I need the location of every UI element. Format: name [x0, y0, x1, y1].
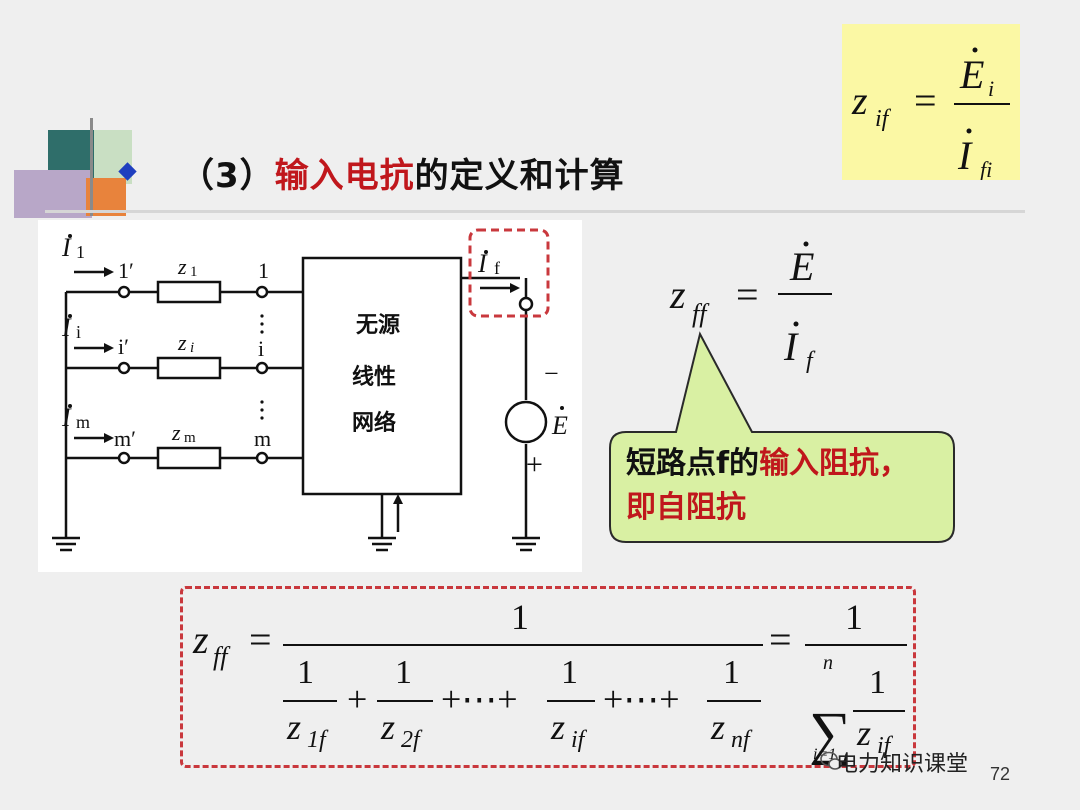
eq-mid-num-dot — [803, 241, 809, 247]
termn-den-z: z — [710, 707, 725, 747]
watermark-text: 电力知识课堂 — [836, 752, 969, 777]
node-i: i — [258, 336, 264, 361]
network-label-3: 网络 — [352, 410, 396, 436]
label-im: I — [61, 403, 72, 432]
formula-eq2: = — [769, 617, 792, 662]
eq-top-num-dot — [972, 47, 978, 53]
deco-vline — [90, 118, 93, 216]
node-i-prime: i′ — [118, 334, 129, 359]
callout-text: 短路点f的输入阻抗， 即自阻抗 — [626, 442, 909, 530]
callout-bubble — [609, 331, 955, 543]
node-1-prime: 1′ — [118, 258, 134, 283]
label-minus: − — [544, 359, 559, 388]
label-ii-sub: i — [76, 322, 81, 342]
callout-line2-red: 即自阻抗 — [626, 490, 746, 525]
node-m: m — [254, 426, 271, 451]
eq-top-den: I — [957, 133, 973, 178]
mutual-impedance-svg: z if = E i I fi — [851, 47, 1010, 182]
node-1: 1 — [258, 258, 269, 283]
title-prefix: （3） — [180, 156, 275, 196]
node-m-prime: m′ — [114, 426, 136, 451]
eq-top-lhs: z — [851, 78, 868, 123]
output-terminal-highlight — [468, 228, 550, 318]
rhs-inner-z: z — [856, 713, 871, 753]
self-impedance-equation: z ff = E I f — [669, 241, 832, 374]
dots-2: +⋯+ — [603, 679, 680, 719]
formula-svg: z ff = 1 1 z 1f + 1 z 2f +⋯+ 1 z if +⋯+ … — [192, 597, 907, 766]
label-zm-sub: m — [184, 430, 196, 446]
title-divider — [45, 210, 1025, 213]
formula-lhs: z — [192, 617, 209, 662]
rhs-inner-sub: if — [877, 733, 894, 759]
rhs-num-one: 1 — [845, 597, 863, 637]
label-source-e: E — [551, 411, 568, 440]
sum-lower: i=1 — [813, 746, 836, 763]
eq-top-den-sub: fi — [980, 157, 992, 180]
label-z1-sub: 1 — [190, 264, 198, 280]
title-highlight: 输入电抗 — [274, 156, 415, 196]
wechat-icon — [820, 751, 842, 770]
callout-line1-red: 输入阻抗， — [759, 446, 910, 481]
label-i1-sub: 1 — [76, 242, 85, 262]
network-label-2: 线性 — [352, 364, 396, 390]
slide-title: （3）输入电抗的定义和计算 — [180, 148, 625, 197]
title-suffix: 的定义和计算 — [414, 156, 625, 196]
termi-den-sub: if — [571, 727, 588, 753]
term2-den-z: z — [380, 707, 395, 747]
eq-mid-num: E — [789, 244, 814, 289]
eq-top-num: E — [959, 52, 984, 97]
sum-upper: n — [823, 652, 833, 674]
term1-den-sub: 1f — [307, 727, 329, 753]
admittance-sum-formula: z ff = 1 1 z 1f + 1 z 2f +⋯+ 1 z if +⋯+ … — [180, 586, 916, 768]
label-zi-sub: i — [190, 340, 194, 356]
label-zi: z — [177, 330, 187, 355]
page-number: 72 — [990, 764, 1011, 784]
eq-mid-lhs: z — [669, 272, 686, 317]
circuit-diagram: I 1 I i I m I f 1′ i′ m′ 1 i m z 1 z i z… — [38, 220, 582, 572]
label-im-sub: m — [76, 412, 90, 432]
term1-num: 1 — [297, 654, 314, 691]
termi-num: 1 — [561, 654, 578, 691]
term2-den-sub: 2f — [401, 727, 423, 753]
eq-mid-den: I — [783, 324, 799, 369]
eq-top-lhs-sub: if — [875, 106, 892, 132]
eq-mid-den-dot — [793, 321, 799, 327]
term1-den-z: z — [286, 707, 301, 747]
eq-mid-equals: = — [736, 272, 759, 317]
label-zm: z — [171, 420, 181, 445]
label-plus: + — [526, 448, 543, 481]
eq-mid-lhs-sub: ff — [692, 299, 710, 328]
label-ii: I — [61, 313, 72, 342]
callout-line1-dark: 短路点f的 — [626, 446, 760, 481]
mutual-impedance-equation: z if = E i I fi — [842, 24, 1020, 182]
termn-den-sub: nf — [731, 727, 753, 753]
term2-num: 1 — [395, 654, 412, 691]
label-i1: I — [61, 233, 72, 262]
eq-top-equals: = — [914, 78, 937, 123]
eq-mid-den-sub: f — [806, 348, 816, 374]
label-if: I — [477, 249, 488, 278]
formula-eq1: = — [249, 617, 272, 662]
label-if-sub: f — [494, 258, 500, 278]
termi-den-z: z — [550, 707, 565, 747]
network-label-1: 无源 — [356, 313, 400, 338]
formula-lhs-sub: ff — [213, 642, 231, 671]
circuit-svg: I 1 I i I m I f 1′ i′ m′ 1 i m z 1 z i z… — [52, 228, 568, 552]
rhs-inner-num: 1 — [869, 664, 886, 701]
plus-1: + — [347, 679, 367, 719]
eq-top-num-sub: i — [988, 76, 994, 101]
sum-symbol: ∑ — [809, 700, 852, 765]
termn-num: 1 — [723, 654, 740, 691]
eq-top-den-dot — [966, 128, 972, 134]
label-z1: z — [177, 254, 187, 279]
dots-1: +⋯+ — [441, 679, 518, 719]
formula-num-one: 1 — [511, 597, 529, 637]
